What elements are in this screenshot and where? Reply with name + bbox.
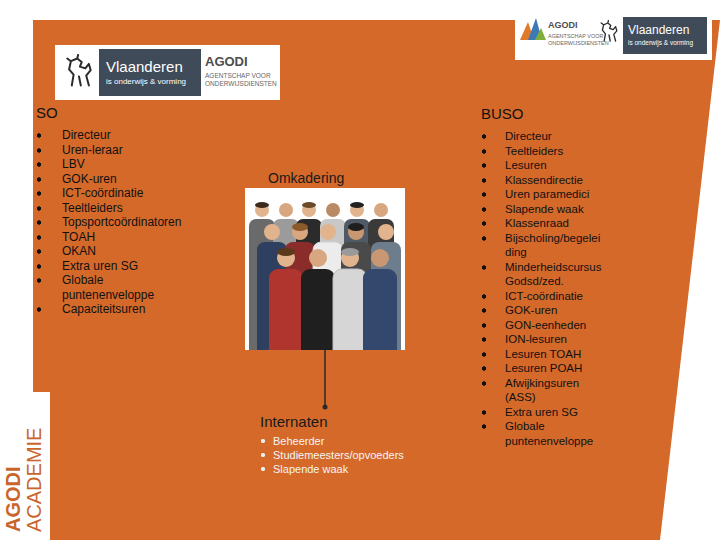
group-photo	[249, 202, 401, 350]
list-item: Afwijkingsuren (ASS)	[481, 376, 605, 405]
logo-name: AGODI	[548, 20, 578, 31]
emblem-part	[535, 28, 546, 40]
orange-panel	[33, 20, 720, 540]
logo-subtitle: AGENTSCHAP VOOR ONDERWIJSDIENSTEN	[205, 72, 279, 88]
column-heading: SO	[36, 104, 196, 121]
list-item: Klassendirectie	[481, 173, 605, 188]
logo-box: AGODIAGENTSCHAP VOOR ONDERWIJSDIENSTENVl…	[55, 45, 280, 100]
list-item: Teeltleiders	[481, 144, 605, 159]
so-column: SO DirecteurUren-leraarLBVGOK-urenICT-coö…	[36, 104, 196, 317]
list-item: Extra uren SG	[36, 259, 196, 274]
brand-tagline: is onderwijs & vorming	[628, 39, 693, 47]
list-item: GON-eenheden	[481, 318, 605, 333]
section-heading: Omkadering	[268, 170, 344, 186]
column-heading: BUSO	[481, 105, 605, 122]
brand-panel: Vlaanderen is onderwijs & vorming	[99, 49, 201, 96]
list-item: Beheerder	[260, 434, 404, 448]
watermark-word: AGODI	[3, 402, 24, 532]
brand-tagline: is onderwijs & vorming	[106, 77, 186, 87]
list-item: Slapende waak	[481, 202, 605, 217]
agodi-emblem	[520, 18, 546, 40]
list-item: Slapende waak	[260, 462, 404, 476]
list-item: GOK-uren	[481, 303, 605, 318]
list-item: ICT-coördinatie	[481, 289, 605, 304]
list-item: GOK-uren	[36, 172, 196, 187]
logo-box: AGODI AGENTSCHAP VOOR ONDERWIJSDIENSTEN Vl…	[515, 10, 712, 60]
list-item: Studiemeesters/opvoeders	[260, 448, 404, 462]
logo-name: AGODI	[205, 54, 248, 69]
list-item: Globale puntenenveloppe	[36, 273, 196, 302]
watermark-word: ACADEMIE	[24, 402, 45, 532]
buso-column: BUSO DirecteurTeeltleidersLesurenKlassend…	[481, 105, 605, 448]
list-item: Uren-leraar	[36, 143, 196, 158]
bullet-list: DirecteurTeeltleidersLesurenKlassendirec…	[481, 129, 605, 448]
front-row	[269, 248, 397, 350]
list-item: Directeur	[481, 129, 605, 144]
watermark: AGODIACADEMIE	[3, 402, 45, 532]
connector-dot	[323, 405, 328, 410]
list-item: Lesuren POAH	[481, 361, 605, 376]
list-item: Topsportcoördinatoren	[36, 215, 196, 230]
list-item: Uren paramedici	[481, 187, 605, 202]
list-item: Teeltleiders	[36, 201, 196, 216]
connector-line	[324, 350, 326, 408]
list-item: TOAH	[36, 230, 196, 245]
list-item: Capaciteitsuren	[36, 302, 196, 317]
lion-outline	[601, 21, 617, 41]
brand-name: Vlaanderen	[106, 58, 183, 75]
brand-name: Vlaanderen	[628, 23, 689, 37]
list-item: Directeur	[36, 128, 196, 143]
list-item: OKAN	[36, 244, 196, 259]
list-item: Extra uren SG	[481, 405, 605, 420]
list-item: Bijscholing/begeleiding	[481, 231, 605, 260]
list-item: Minderheidscursus Godsd/zed.	[481, 260, 605, 289]
list-item: Lesuren	[481, 158, 605, 173]
lion-icon	[61, 54, 97, 90]
list-item: Klassenraad	[481, 216, 605, 231]
list-item: LBV	[36, 157, 196, 172]
list-item: ICT-coördinatie	[36, 186, 196, 201]
bullet-list: DirecteurUren-leraarLBVGOK-urenICT-coörd…	[36, 128, 196, 317]
list-item: ION-lesuren	[481, 332, 605, 347]
logo-subtitle: AGENTSCHAP VOOR ONDERWIJSDIENSTEN	[548, 33, 612, 46]
bullet-list: BeheerderStudiemeesters/opvoedersSlapend…	[260, 434, 404, 476]
brand-panel: Vlaanderen is onderwijs & vorming	[623, 17, 707, 54]
section-heading: Internaten	[260, 413, 404, 430]
photo-box: Omkadering	[245, 160, 405, 350]
boarding-group: InternatenBeheerderStudiemeesters/opvoed…	[255, 408, 412, 482]
list-item: Globale puntenenveloppe	[481, 419, 605, 448]
list-item: Lesuren TOAH	[481, 347, 605, 362]
lion-outline	[67, 55, 90, 86]
